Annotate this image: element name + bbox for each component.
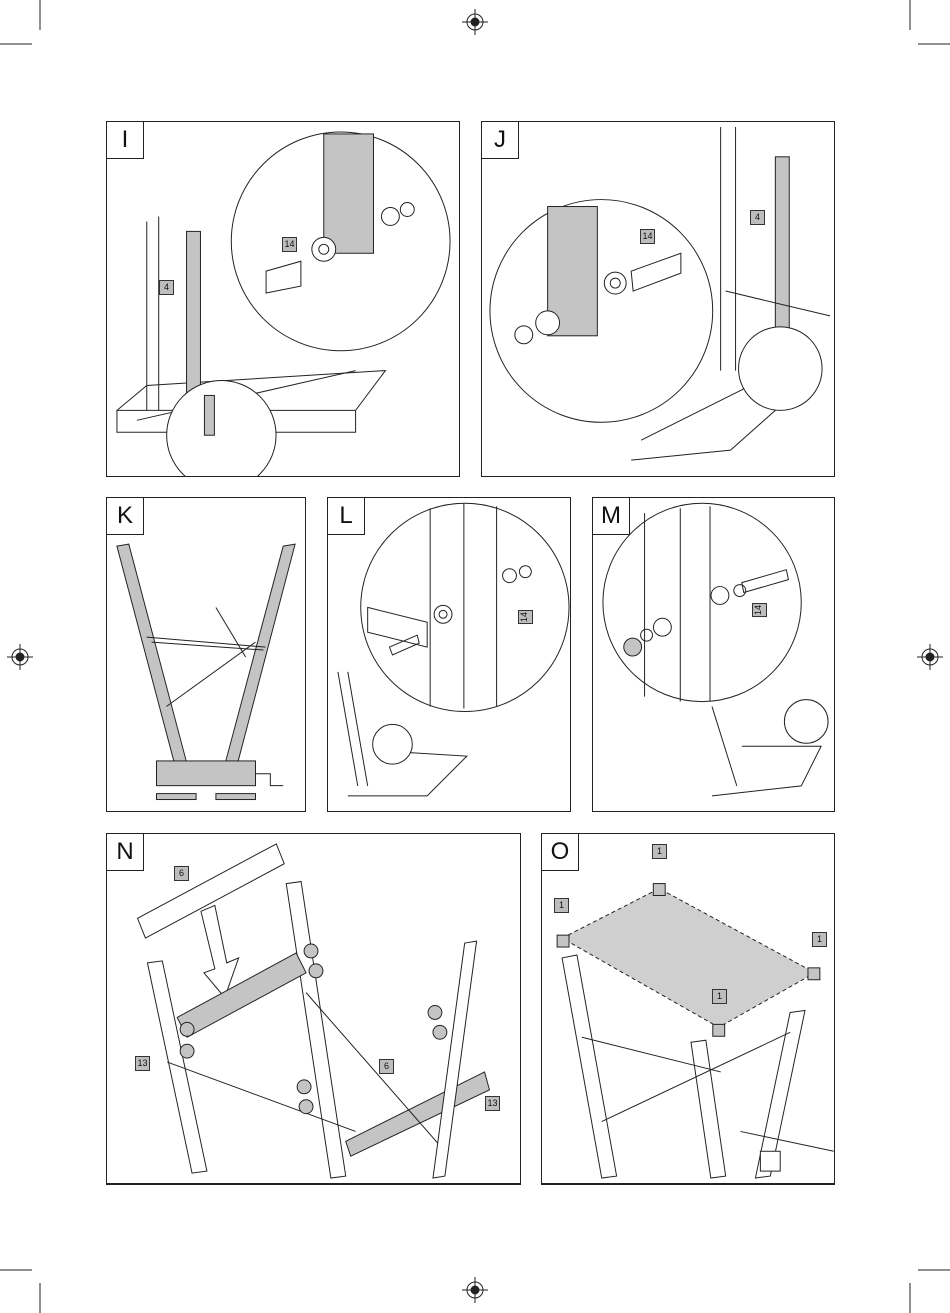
step-label: M <box>593 498 630 535</box>
illustration-m <box>593 498 834 811</box>
registration-mark-top <box>462 9 488 35</box>
step-panel-m: M 14 <box>592 497 835 812</box>
part-tag: 14 <box>752 603 767 617</box>
part-tag: 4 <box>750 210 765 225</box>
registration-mark-left <box>7 644 33 670</box>
part-tag: 14 <box>282 237 297 252</box>
part-tag: 1 <box>554 898 569 913</box>
part-tag: 14 <box>518 610 533 624</box>
step-label: O <box>542 834 579 871</box>
part-tag: 4 <box>159 280 174 295</box>
part-tag: 13 <box>135 1056 150 1071</box>
part-tag: 1 <box>652 844 667 859</box>
illustration-n <box>107 834 520 1183</box>
step-panel-k: K <box>106 497 306 812</box>
step-panel-n: N 6 13 6 13 <box>106 833 521 1185</box>
illustration-o <box>542 834 834 1183</box>
part-tag: 1 <box>712 989 727 1004</box>
part-tag: 6 <box>174 866 189 881</box>
part-tag: 13 <box>485 1096 500 1111</box>
illustration-j <box>482 122 834 476</box>
registration-mark-bottom <box>462 1277 488 1303</box>
illustration-l <box>328 498 570 811</box>
illustration-i <box>107 122 459 476</box>
step-panel-o: O 1 1 1 1 <box>541 833 835 1185</box>
step-panel-l: L 14 <box>327 497 571 812</box>
registration-mark-right <box>917 644 943 670</box>
part-tag: 6 <box>379 1059 394 1074</box>
part-tag: 1 <box>812 932 827 947</box>
part-tag: 14 <box>640 229 655 244</box>
step-label: L <box>328 498 365 535</box>
step-label: K <box>107 498 144 535</box>
illustration-k <box>107 498 305 811</box>
step-label: N <box>107 834 144 871</box>
step-panel-i: I 14 4 <box>106 121 460 477</box>
step-label: J <box>482 122 519 159</box>
step-panel-j: J 14 4 <box>481 121 835 477</box>
step-label: I <box>107 122 144 159</box>
